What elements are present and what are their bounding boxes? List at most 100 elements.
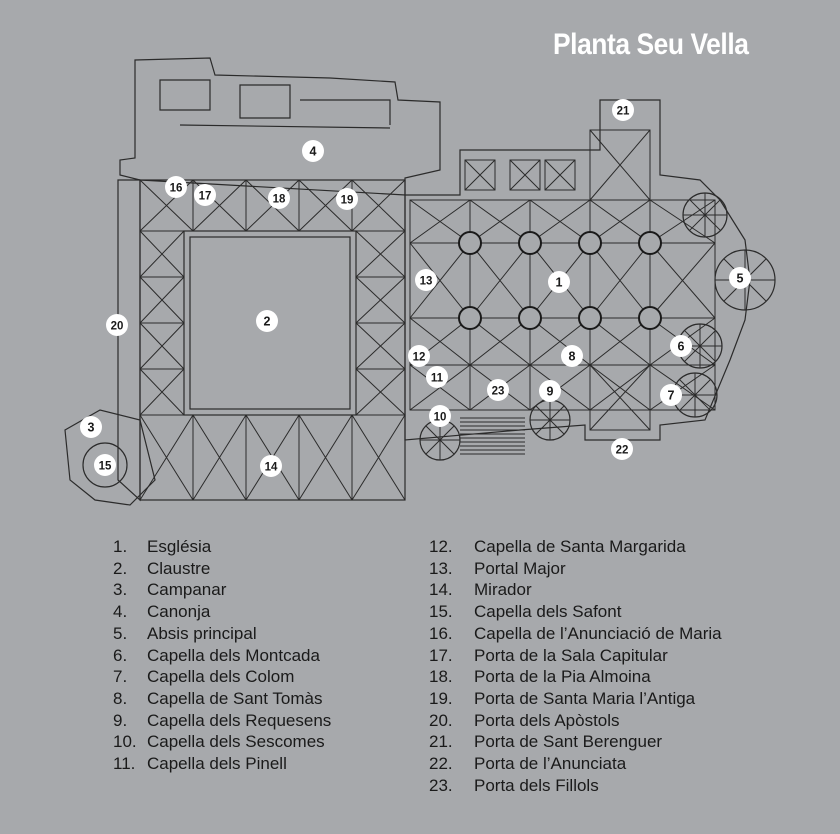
legend-number: 4. [113,602,128,622]
marker-6 [670,335,692,357]
marker-12 [408,345,430,367]
pillar [578,306,602,330]
marker-9 [539,380,561,402]
vault-ribs [351,179,406,232]
marker-1 [548,271,570,293]
vault-ribs [589,317,651,366]
marker-label-9: 9 [547,385,554,399]
legend-item: 20.Porta dels Apòstols [429,710,722,732]
apse-rib [704,199,721,216]
legend-label: Porta de Sant Berenguer [474,732,663,752]
legend-item: 10.Capella dels Sescomes [113,731,331,753]
marker-label-23: 23 [492,386,505,398]
cloister-courtyard [189,236,351,410]
pillar [458,306,482,330]
vault-ribs [409,199,471,244]
canonja-outline [119,57,441,196]
vault-ribs [589,199,651,244]
apse-rib [439,425,455,441]
legend-item: 7.Capella dels Colom [113,666,331,688]
marker-23 [487,379,509,401]
legend-number: 14. [429,580,453,600]
legend-item: 2. Claustre [113,558,331,580]
vault-lines [139,129,775,501]
marker-label-19: 19 [341,195,354,207]
marker-22 [611,438,633,460]
vault-ribs [409,242,471,319]
marker-3 [80,416,102,438]
cloister-outline [139,179,406,501]
legend-item: 8.Capella de Sant Tomàs [113,688,331,710]
transept-north-vault [589,129,651,201]
legend-number: 10. [113,732,137,752]
apse-rib [699,330,716,347]
legend-item: 16. Capella de l’Anunciació de Maria [429,623,722,645]
legend-number: 11. [113,754,136,774]
vault-ribs [649,364,716,411]
bell-tower-outline [64,409,156,506]
apse-rib [535,419,551,435]
apse-rib [694,379,711,396]
marker-label-8: 8 [569,350,576,364]
vault-ribs [139,322,185,370]
vault-ribs [355,276,406,324]
legend-item: 14. Mirador [429,579,722,601]
legend-label: Capella de l’Anunciació de Maria [474,623,722,643]
vault-ribs [139,368,185,416]
marker-label-14: 14 [265,462,278,474]
legend-item: 11.Capella dels Pinell [113,753,331,775]
legend-number: 7. [113,667,128,687]
vault-ribs [469,199,531,244]
marker-15 [94,454,116,476]
marker-4 [302,140,324,162]
marker-label-16: 16 [170,183,183,195]
apse-rib [689,214,706,231]
vault-ribs [139,414,194,501]
marker-label-4: 4 [310,145,317,159]
legend-label: Porta dels Apòstols [474,710,620,730]
legend-label: Porta de l’Anunciata [474,754,627,774]
legend-label: Capella de Santa Margarida [474,537,686,556]
vault-bay [355,368,406,416]
legend-label: Mirador [474,580,532,600]
chapel-vault [544,159,576,191]
legend-number: 19. [429,688,453,708]
vault-ribs [469,242,531,319]
marker-13 [415,269,437,291]
marker-7 [660,384,682,406]
marker-label-2: 2 [264,315,271,329]
vault-ribs [649,242,716,319]
marker-label-22: 22 [616,445,629,457]
legend-number: 23. [429,775,453,795]
vault-ribs [529,199,591,244]
vault-ribs [139,230,185,278]
apse-rib [679,379,696,396]
legend-label: Portal Major [474,558,566,578]
legend-number: 1. [113,537,128,556]
apse-rib [425,425,441,441]
legend-item: 12. Capella de Santa Margarida [429,536,722,558]
legend-number: 9. [113,710,128,730]
legend-item: 15.Capella dels Safont [429,601,722,623]
legend-number: 12. [429,537,453,556]
legend-number: 16. [429,623,453,643]
legend-item: 19.Porta de Santa Maria l’Antiga [429,688,722,710]
marker-label-15: 15 [99,461,112,473]
legend-label: Església [147,537,212,556]
marker-label-7: 7 [668,389,675,403]
vault-ribs [139,276,185,324]
pillar [578,231,602,255]
legend-label: Campanar [147,580,227,600]
legend-item: 3. Campanar [113,579,331,601]
legend-label: Claustre [147,558,211,578]
legend-number: 3. [113,580,128,600]
pillar [518,231,542,255]
legend-number: 2. [113,558,128,578]
legend-label: Porta de la Pia Almoina [474,667,651,687]
apse-rib [425,439,441,455]
legend-label: Capella de Sant Tomàs [147,688,323,708]
legend-number: 5. [113,623,128,643]
legend-label: Absis principal [147,623,257,643]
